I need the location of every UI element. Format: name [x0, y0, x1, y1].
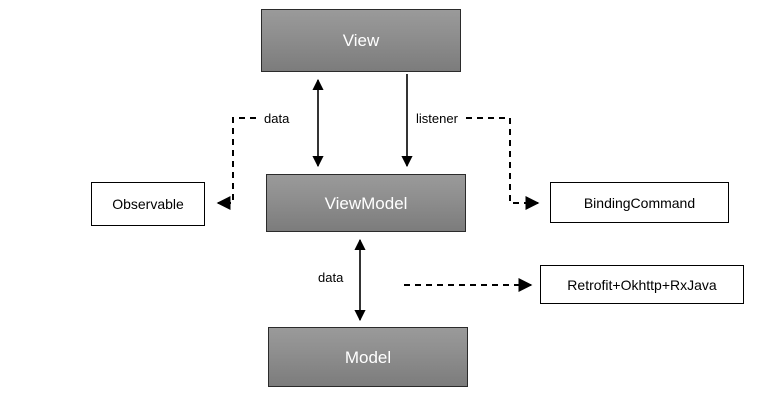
edge-label-listener: listener [416, 111, 458, 126]
node-viewmodel[interactable]: ViewModel [266, 174, 466, 232]
node-model-label: Model [344, 347, 392, 367]
node-observable[interactable]: Observable [91, 182, 205, 226]
node-observable-label: Observable [112, 196, 184, 212]
node-model[interactable]: Model [268, 327, 468, 387]
node-view-label: View [342, 31, 380, 50]
edge-view-observable-data [216, 117, 256, 210]
node-view[interactable]: View [261, 9, 461, 72]
edge-view-bindingcommand-listener [466, 117, 540, 210]
node-bindingcommand-label: BindingCommand [583, 194, 696, 211]
edge-label-data-mid: data [318, 270, 344, 285]
node-retrofit-label: Retrofit+Okhttp+RxJava [567, 276, 717, 293]
node-viewmodel-label: ViewModel [324, 193, 408, 213]
node-bindingcommand[interactable]: BindingCommand [550, 182, 729, 223]
edge-label-data-top: data [264, 111, 290, 126]
node-retrofit[interactable]: Retrofit+Okhttp+RxJava [540, 265, 744, 304]
